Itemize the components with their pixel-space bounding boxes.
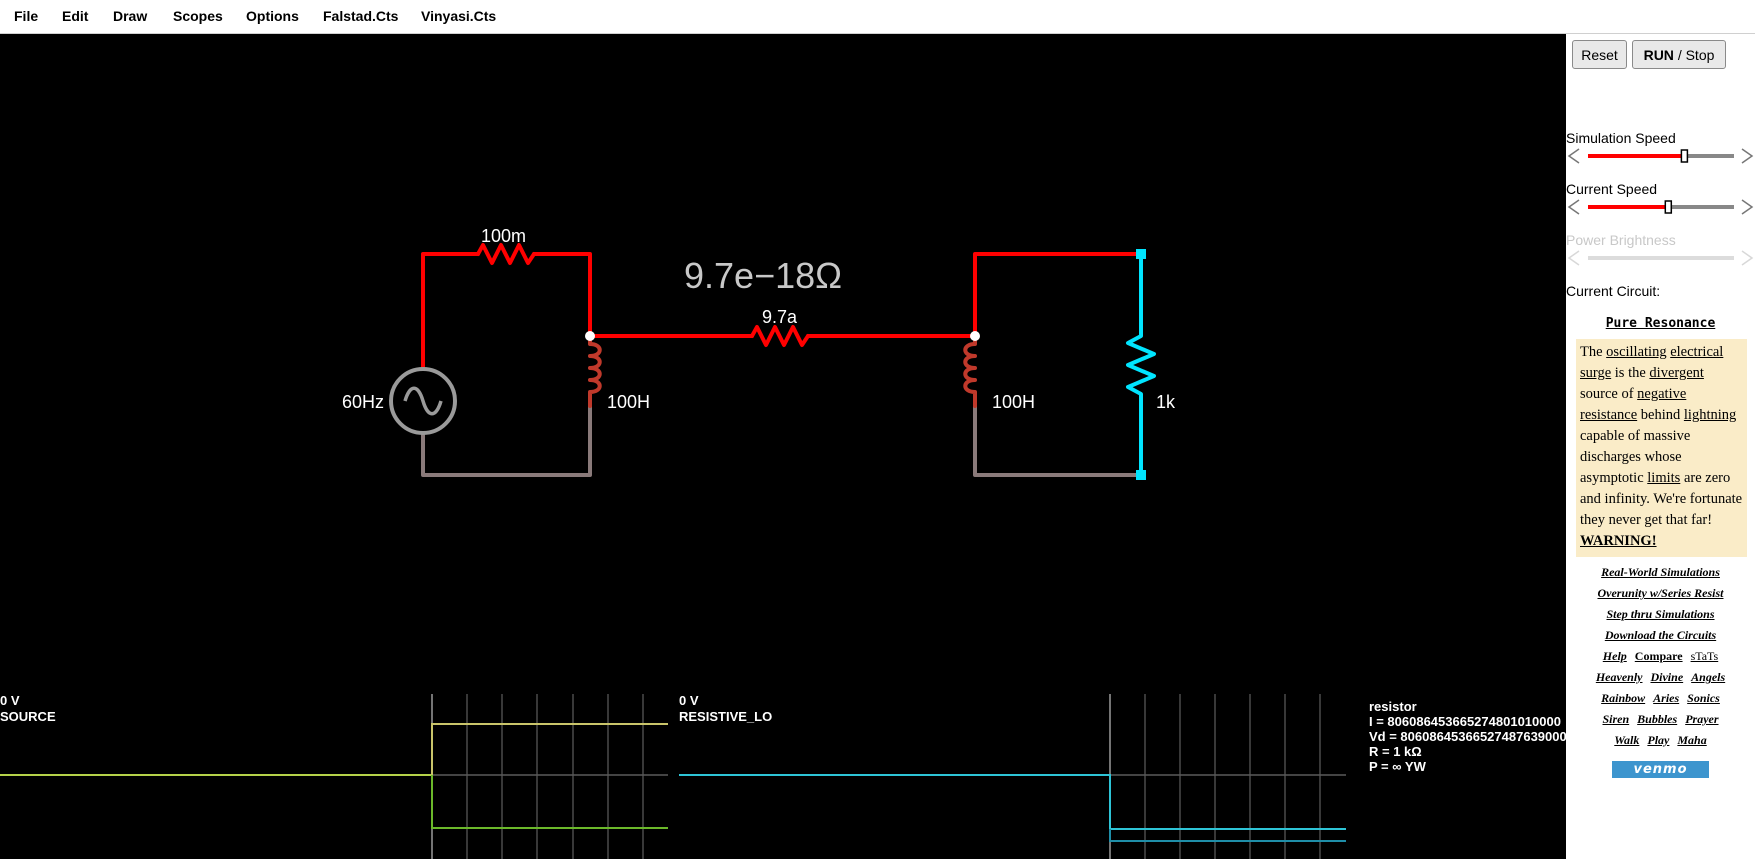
link-compare[interactable]: Compare [1634, 649, 1683, 663]
inductor-right[interactable] [963, 334, 977, 408]
link-step-thru-simulations[interactable]: Step thru Simulations [1606, 607, 1715, 621]
label-source: 60Hz [342, 392, 384, 412]
link-heavenly[interactable]: Heavenly [1595, 670, 1643, 684]
info-current: I = 806086453665274801010000 [1369, 714, 1561, 729]
link-aries[interactable]: Aries [1653, 691, 1680, 705]
label-r1: 100m [481, 226, 526, 246]
current-speed-slider[interactable] [1566, 197, 1755, 217]
menu-options[interactable]: Options [246, 8, 299, 24]
slider-right-arrow-icon[interactable] [1741, 148, 1754, 164]
menu-scopes[interactable]: Scopes [173, 8, 223, 24]
link-real-world-simulations[interactable]: Real-World Simulations [1601, 565, 1720, 579]
link-oscillating[interactable]: oscillating [1606, 344, 1667, 360]
simulation-speed-thumb[interactable] [1680, 149, 1689, 163]
node-left[interactable] [585, 331, 595, 341]
link-warning[interactable]: WARNING! [1580, 533, 1657, 549]
circuit-description: The oscillating electrical surge is the … [1576, 339, 1747, 557]
resistor-1k[interactable] [1126, 252, 1156, 477]
link-electrical-surge[interactable]: electrical surge [1580, 344, 1724, 381]
post-bottom[interactable] [1136, 470, 1146, 480]
circuit-canvas[interactable]: 100m 9.7e−18Ω 9.7a 60Hz 100H 100H 1k 0 V… [0, 34, 1566, 859]
scope-resistive-lo[interactable]: 0 V RESISTIVE_LO [679, 693, 1346, 859]
run-stop-button[interactable]: RUN / Stop [1632, 40, 1726, 69]
reset-button[interactable]: Reset [1572, 40, 1627, 69]
wire-right-bottom[interactable] [973, 404, 1143, 477]
wire-left-top[interactable] [421, 252, 592, 366]
link-sonics[interactable]: Sonics [1687, 691, 1720, 705]
link-stats[interactable]: sTaTs [1690, 649, 1719, 663]
control-sidebar: Reset RUN / Stop Simulation Speed Curren… [1566, 34, 1755, 859]
slider-right-arrow-icon[interactable] [1741, 199, 1754, 215]
menu-file[interactable]: File [14, 8, 39, 24]
menu-draw[interactable]: Draw [113, 8, 148, 24]
resistance-readout: 9.7e−18Ω [684, 255, 842, 296]
simulation-speed-slider[interactable] [1566, 146, 1755, 166]
inductor-left[interactable] [588, 334, 602, 408]
venmo-button[interactable]: venmo [1612, 761, 1709, 778]
scope-source[interactable]: 0 V SOURCE [0, 693, 668, 859]
link-overunity-series-resist[interactable]: Overunity w/Series Resist [1597, 586, 1724, 600]
slider-left-arrow-icon[interactable] [1567, 199, 1580, 215]
link-divergent[interactable]: divergent [1649, 365, 1704, 381]
scope-1-name: SOURCE [0, 709, 56, 724]
link-negative-resistance[interactable]: negative resistance [1580, 386, 1687, 423]
power-brightness-slider [1567, 250, 1754, 266]
menu-edit[interactable]: Edit [62, 8, 89, 24]
scope-1-voltage: 0 V [0, 693, 20, 708]
info-title: resistor [1369, 699, 1417, 714]
current-speed-label: Current Speed [1566, 181, 1658, 197]
current-speed-thumb[interactable] [1664, 200, 1673, 214]
wire-right-top[interactable] [973, 252, 1143, 338]
simulation-speed-label: Simulation Speed [1566, 130, 1676, 146]
resistor-100m[interactable] [476, 243, 536, 265]
current-speed-fill [1588, 205, 1669, 209]
node-right[interactable] [970, 331, 980, 341]
info-p: P = ∞ YW [1369, 759, 1427, 774]
simulation-speed-fill [1588, 154, 1685, 158]
slider-left-arrow-icon[interactable] [1567, 148, 1580, 164]
post-top[interactable] [1136, 249, 1146, 259]
link-prayer[interactable]: Prayer [1685, 712, 1719, 726]
label-l1: 100H [607, 392, 650, 412]
link-maha[interactable]: Maha [1677, 733, 1707, 747]
label-l2: 100H [992, 392, 1035, 412]
link-divine[interactable]: Divine [1650, 670, 1684, 684]
circuit-drawing[interactable]: 100m 9.7e−18Ω 9.7a 60Hz 100H 100H 1k 0 V… [0, 34, 1566, 859]
label-load: 1k [1156, 392, 1176, 412]
ac-source[interactable] [389, 367, 457, 435]
scope-2-name: RESISTIVE_LO [679, 709, 772, 724]
resistor-9-7a[interactable] [750, 325, 810, 347]
link-help[interactable]: Help [1602, 649, 1627, 663]
stop-label: / Stop [1677, 46, 1715, 63]
scope-2-voltage: 0 V [679, 693, 699, 708]
link-download-circuits[interactable]: Download the Circuits [1604, 628, 1717, 642]
link-siren[interactable]: Siren [1602, 712, 1630, 726]
link-play[interactable]: Play [1647, 733, 1670, 747]
sine-wave-icon [403, 386, 443, 416]
link-rainbow[interactable]: Rainbow [1601, 691, 1646, 705]
power-brightness-label: Power Brightness [1566, 232, 1676, 248]
wire-left-bottom[interactable] [421, 404, 592, 477]
circuit-title-link[interactable]: Pure Resonance [1605, 316, 1716, 331]
current-circuit-label: Current Circuit: [1566, 283, 1661, 299]
link-lightning[interactable]: lightning [1683, 407, 1737, 423]
menu-bar: File Edit Draw Scopes Options Falstad.Ct… [0, 0, 1755, 34]
run-label: RUN [1643, 46, 1674, 63]
link-limits[interactable]: limits [1647, 470, 1681, 486]
link-walk[interactable]: Walk [1614, 733, 1640, 747]
info-r: R = 1 kΩ [1369, 744, 1422, 759]
link-angels[interactable]: Angels [1691, 670, 1726, 684]
link-bubbles[interactable]: Bubbles [1637, 712, 1678, 726]
label-r2: 9.7a [762, 307, 798, 327]
menu-falstad-cts[interactable]: Falstad.Cts [323, 8, 399, 24]
link-list: Real-World Simulations Overunity w/Serie… [1566, 562, 1755, 751]
element-info: resistor I = 806086453665274801010000 Vd… [1369, 699, 1566, 774]
menu-vinyasi-cts[interactable]: Vinyasi.Cts [421, 8, 497, 24]
info-vd: Vd = 806086453665274876390000 [1369, 729, 1566, 744]
